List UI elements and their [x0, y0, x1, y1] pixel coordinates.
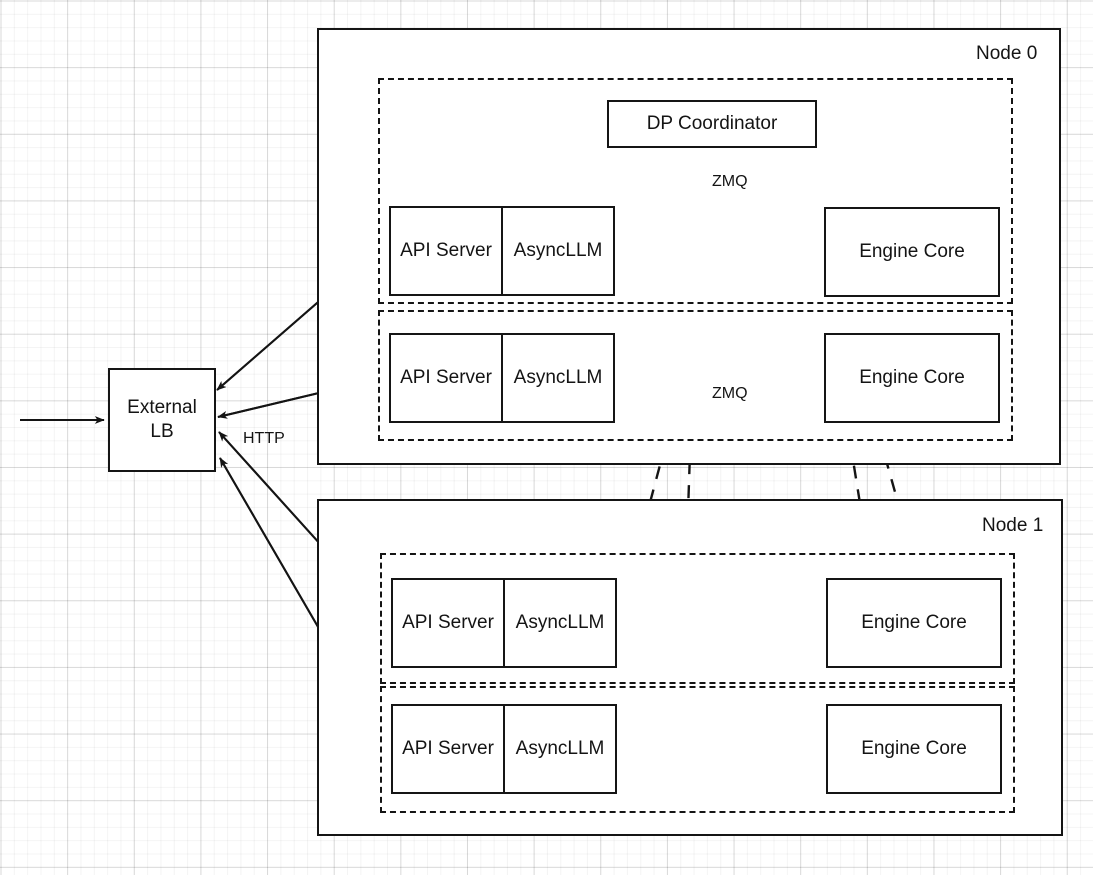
engine-core-node1-rank0[interactable]: Engine Core [826, 578, 1002, 668]
dp-group-node1-rank1 [380, 686, 1015, 813]
dp-group-node0-rank1 [378, 310, 1013, 441]
dp-group-node1-rank0 [380, 553, 1015, 684]
external-lb-box[interactable]: External LB [108, 368, 216, 472]
http-edge-label: HTTP [243, 430, 285, 447]
zmq-label-top: ZMQ [712, 173, 748, 190]
api-unit-node1-rank0[interactable]: API Server AsyncLLM [391, 578, 617, 668]
api-unit-node1-rank1[interactable]: API Server AsyncLLM [391, 704, 617, 794]
api-unit-node0-rank1[interactable]: API Server AsyncLLM [389, 333, 615, 423]
external-lb-label-line1: External [127, 397, 197, 419]
api-server-label-node1-rank1: API Server [393, 706, 505, 792]
asyncllm-label-node0-rank0: AsyncLLM [513, 240, 603, 261]
api-server-label-node0-rank0: API Server [391, 208, 503, 294]
engine-core-node0-rank1[interactable]: Engine Core [824, 333, 1000, 423]
dp-coordinator-box[interactable]: DP Coordinator [607, 100, 817, 148]
asyncllm-label-node1-rank0: AsyncLLM [515, 612, 605, 633]
api-server-label-node1-rank0: API Server [393, 580, 505, 666]
zmq-label-mid: ZMQ [712, 385, 748, 402]
external-lb-label-line2: LB [150, 421, 174, 442]
asyncllm-label-node0-rank1: AsyncLLM [513, 367, 603, 388]
engine-core-node0-rank0[interactable]: Engine Core [824, 207, 1000, 297]
node-1-label: Node 1 [982, 515, 1044, 536]
asyncllm-label-node1-rank1: AsyncLLM [515, 738, 605, 759]
node-0-label: Node 0 [976, 43, 1038, 64]
engine-core-node1-rank1[interactable]: Engine Core [826, 704, 1002, 794]
api-unit-node0-rank0[interactable]: API Server AsyncLLM [389, 206, 615, 296]
dp-group-node0-rank0 [378, 78, 1013, 304]
api-server-label-node0-rank1: API Server [391, 335, 503, 421]
